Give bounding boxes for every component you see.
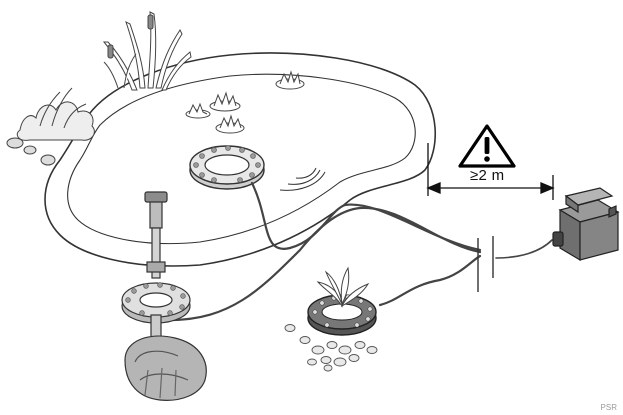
led-ring-light-garden xyxy=(307,266,377,336)
bank-shrubs xyxy=(6,87,95,166)
watermark: PSR xyxy=(600,403,617,412)
transformer xyxy=(552,187,620,262)
cables xyxy=(168,181,553,322)
distance-dimension xyxy=(426,143,555,200)
fountain-pump xyxy=(121,191,207,401)
warning-triangle-icon xyxy=(458,124,516,168)
potted-plant xyxy=(316,266,370,308)
water-lilies xyxy=(185,70,305,134)
led-ring-light-pond xyxy=(189,145,265,190)
distance-label: ≥2 m xyxy=(470,167,505,184)
cable-connector xyxy=(477,236,494,292)
pebbles xyxy=(284,324,378,372)
pond-inner-edge xyxy=(67,73,416,245)
reed-plants xyxy=(102,11,192,91)
